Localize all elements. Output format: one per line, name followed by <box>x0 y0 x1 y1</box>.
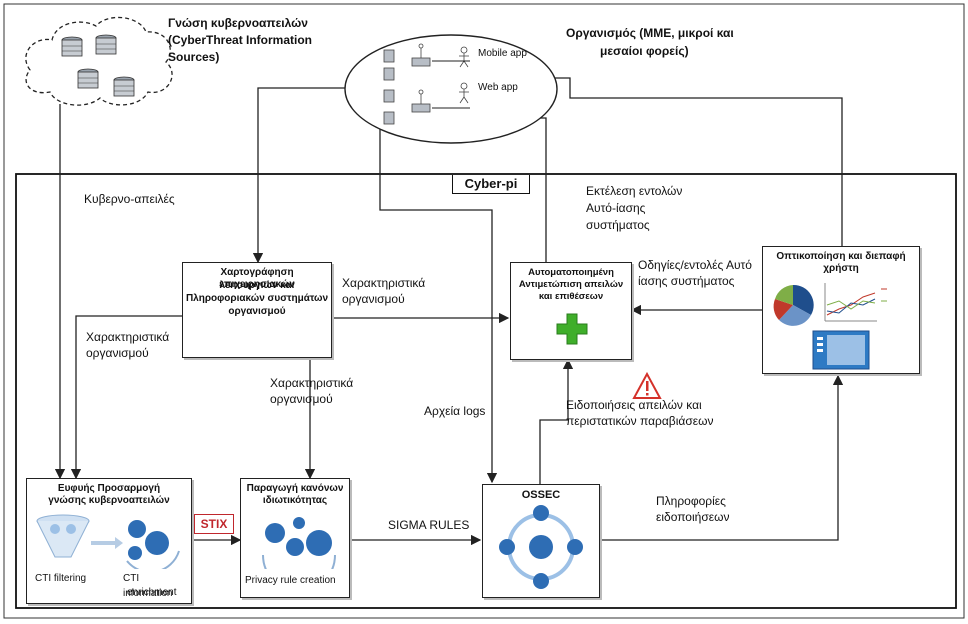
mapping-title-3: Πληροφοριακών συστημάτων <box>185 293 329 304</box>
organization-ellipse <box>344 34 558 144</box>
arrow-mapping-to-adapt <box>70 315 200 480</box>
exec-label-3: συστήματος <box>586 218 650 232</box>
gears-illustration <box>262 517 336 569</box>
mapping-title-4: οργανισμού <box>228 306 286 317</box>
mobile-app-label: Mobile app <box>478 48 527 59</box>
database-icon <box>77 68 99 89</box>
dashboard-illustration <box>773 283 887 370</box>
server-icon <box>383 67 395 81</box>
instructions-label-2: ίασης συστήματος <box>638 274 735 288</box>
org-chars-label-1b: οργανισμού <box>86 346 149 360</box>
web-app-label: Web app <box>478 82 518 93</box>
mapping-box: Χαρτογράφηση επιχειρησιακών λειτουργιών … <box>182 262 332 358</box>
auto-title-2: Αντιμετώπιση απειλών <box>518 279 624 290</box>
cyber-pi-frame <box>15 173 957 609</box>
auto-response-box: Αυτοματοποιημένη Αντιμετώπιση απειλών κα… <box>510 262 632 360</box>
organization-title-1: Οργανισμός (ΜΜΕ, μικροί και <box>566 26 734 40</box>
diagram-title: Cyber-pi <box>464 176 518 191</box>
adaptation-box: Ευφυής Προσαρμογή γνώσης κυβερνοαπειλών … <box>26 478 192 604</box>
org-chars-label-3b: οργανισμού <box>270 392 333 406</box>
ossec-title: OSSEC <box>521 489 561 501</box>
org-chars-label-2b: οργανισμού <box>342 292 405 306</box>
database-icon <box>113 76 135 97</box>
arrow-ossec-to-auto <box>539 358 574 484</box>
arrow-logs-to-ossec <box>379 126 498 484</box>
person-icon <box>459 46 469 68</box>
sources-title-3: Sources) <box>168 50 220 64</box>
sources-title-1: Γνώση κυβερνοαπειλών <box>168 16 308 30</box>
line-chart-icon <box>824 283 887 322</box>
arrow-org-to-mapping <box>252 87 358 264</box>
exec-label-2: Αυτό-ίασης <box>586 201 646 215</box>
plus-icon <box>556 313 588 345</box>
viz-title-2: χρήστη <box>823 263 859 274</box>
warning-icon <box>632 372 662 399</box>
org-chars-label-3a: Χαρακτηριστικά <box>270 376 354 390</box>
visualization-box: Οπτικοποίηση και διεπαφή χρήστη <box>762 246 920 374</box>
organization-icons <box>383 43 470 125</box>
notifications-label-2: περιστατικών παραβιάσεων <box>566 414 714 428</box>
gears-icon <box>126 520 180 569</box>
stix-badge: STIX <box>194 514 234 534</box>
router-icon <box>411 103 431 113</box>
cti-enrichment-caption-2: enrichment <box>127 587 177 598</box>
process-arrow-icon <box>91 537 123 549</box>
viz-title-1: Οπτικοποίηση και διεπαφή <box>776 251 906 262</box>
database-icons <box>61 34 135 97</box>
mapping-title-1: Χαρτογράφηση επιχειρησιακών <box>219 267 295 290</box>
cyber-threats-label: Κυβερνο-απειλές <box>84 192 175 206</box>
sigma-rules-label: SIGMA RULES <box>388 518 470 532</box>
cycle-illustration <box>499 505 583 589</box>
server-icon <box>383 89 395 103</box>
sources-title-2: (CyberThreat Information <box>168 33 313 47</box>
router-icon <box>411 57 431 67</box>
database-icon <box>61 36 83 57</box>
stix-label: STIX <box>200 517 228 531</box>
rules-title-2: ιδιωτικότητας <box>262 495 328 506</box>
logs-label: Αρχεία logs <box>424 404 486 418</box>
info-label-1: Πληροφορίες <box>656 494 726 508</box>
adapt-title-1: Ευφυής Προσαρμογή <box>57 483 161 494</box>
mapping-title-2: λειτουργιών και <box>219 280 295 291</box>
arrow-viz-to-mobile <box>516 72 843 246</box>
cyber-pi-tab: Cyber-pi <box>452 175 530 194</box>
notifications-label-1: Ειδοποιήσεις απειλών και <box>566 398 702 412</box>
auto-title-1: Αυτοματοποιημένη <box>528 267 614 278</box>
cti-filtering-caption: CTI filtering <box>35 573 87 584</box>
arrow-ossec-to-viz <box>600 374 844 541</box>
privacy-rule-caption: Privacy rule creation <box>245 575 336 586</box>
outer-frame <box>3 3 965 619</box>
cti-illustration <box>36 514 180 569</box>
organization-title-2: μεσαίοι φορείς) <box>600 44 689 58</box>
privacy-rules-box: Παραγωγή κανόνων ιδιωτικότητας Privacy r… <box>240 478 350 598</box>
pie-icon <box>773 284 814 326</box>
person-icon <box>459 82 469 104</box>
instructions-label-1: Οδηγίες/εντολές Αυτό <box>638 258 752 272</box>
ossec-box: OSSEC <box>482 484 600 598</box>
server-icon <box>383 49 395 63</box>
adapt-title-2: γνώσης κυβερνοαπειλών <box>48 495 170 506</box>
server-icon <box>383 111 395 125</box>
rules-title-1: Παραγωγή κανόνων <box>246 483 344 494</box>
auto-title-3: και επιθέσεων <box>538 291 604 302</box>
org-chars-label-2a: Χαρακτηριστικά <box>342 276 426 290</box>
info-label-2: ειδοποιήσεων <box>656 510 730 524</box>
gears-icon <box>262 517 336 569</box>
app-window-icon <box>812 330 870 370</box>
cti-enrichment-caption-1: CTI information <box>123 573 173 599</box>
database-icon <box>95 34 117 55</box>
org-chars-label-1a: Χαρακτηριστικά <box>86 330 170 344</box>
exec-label-1: Εκτέλεση εντολών <box>586 184 683 198</box>
funnel-icon <box>36 514 90 558</box>
